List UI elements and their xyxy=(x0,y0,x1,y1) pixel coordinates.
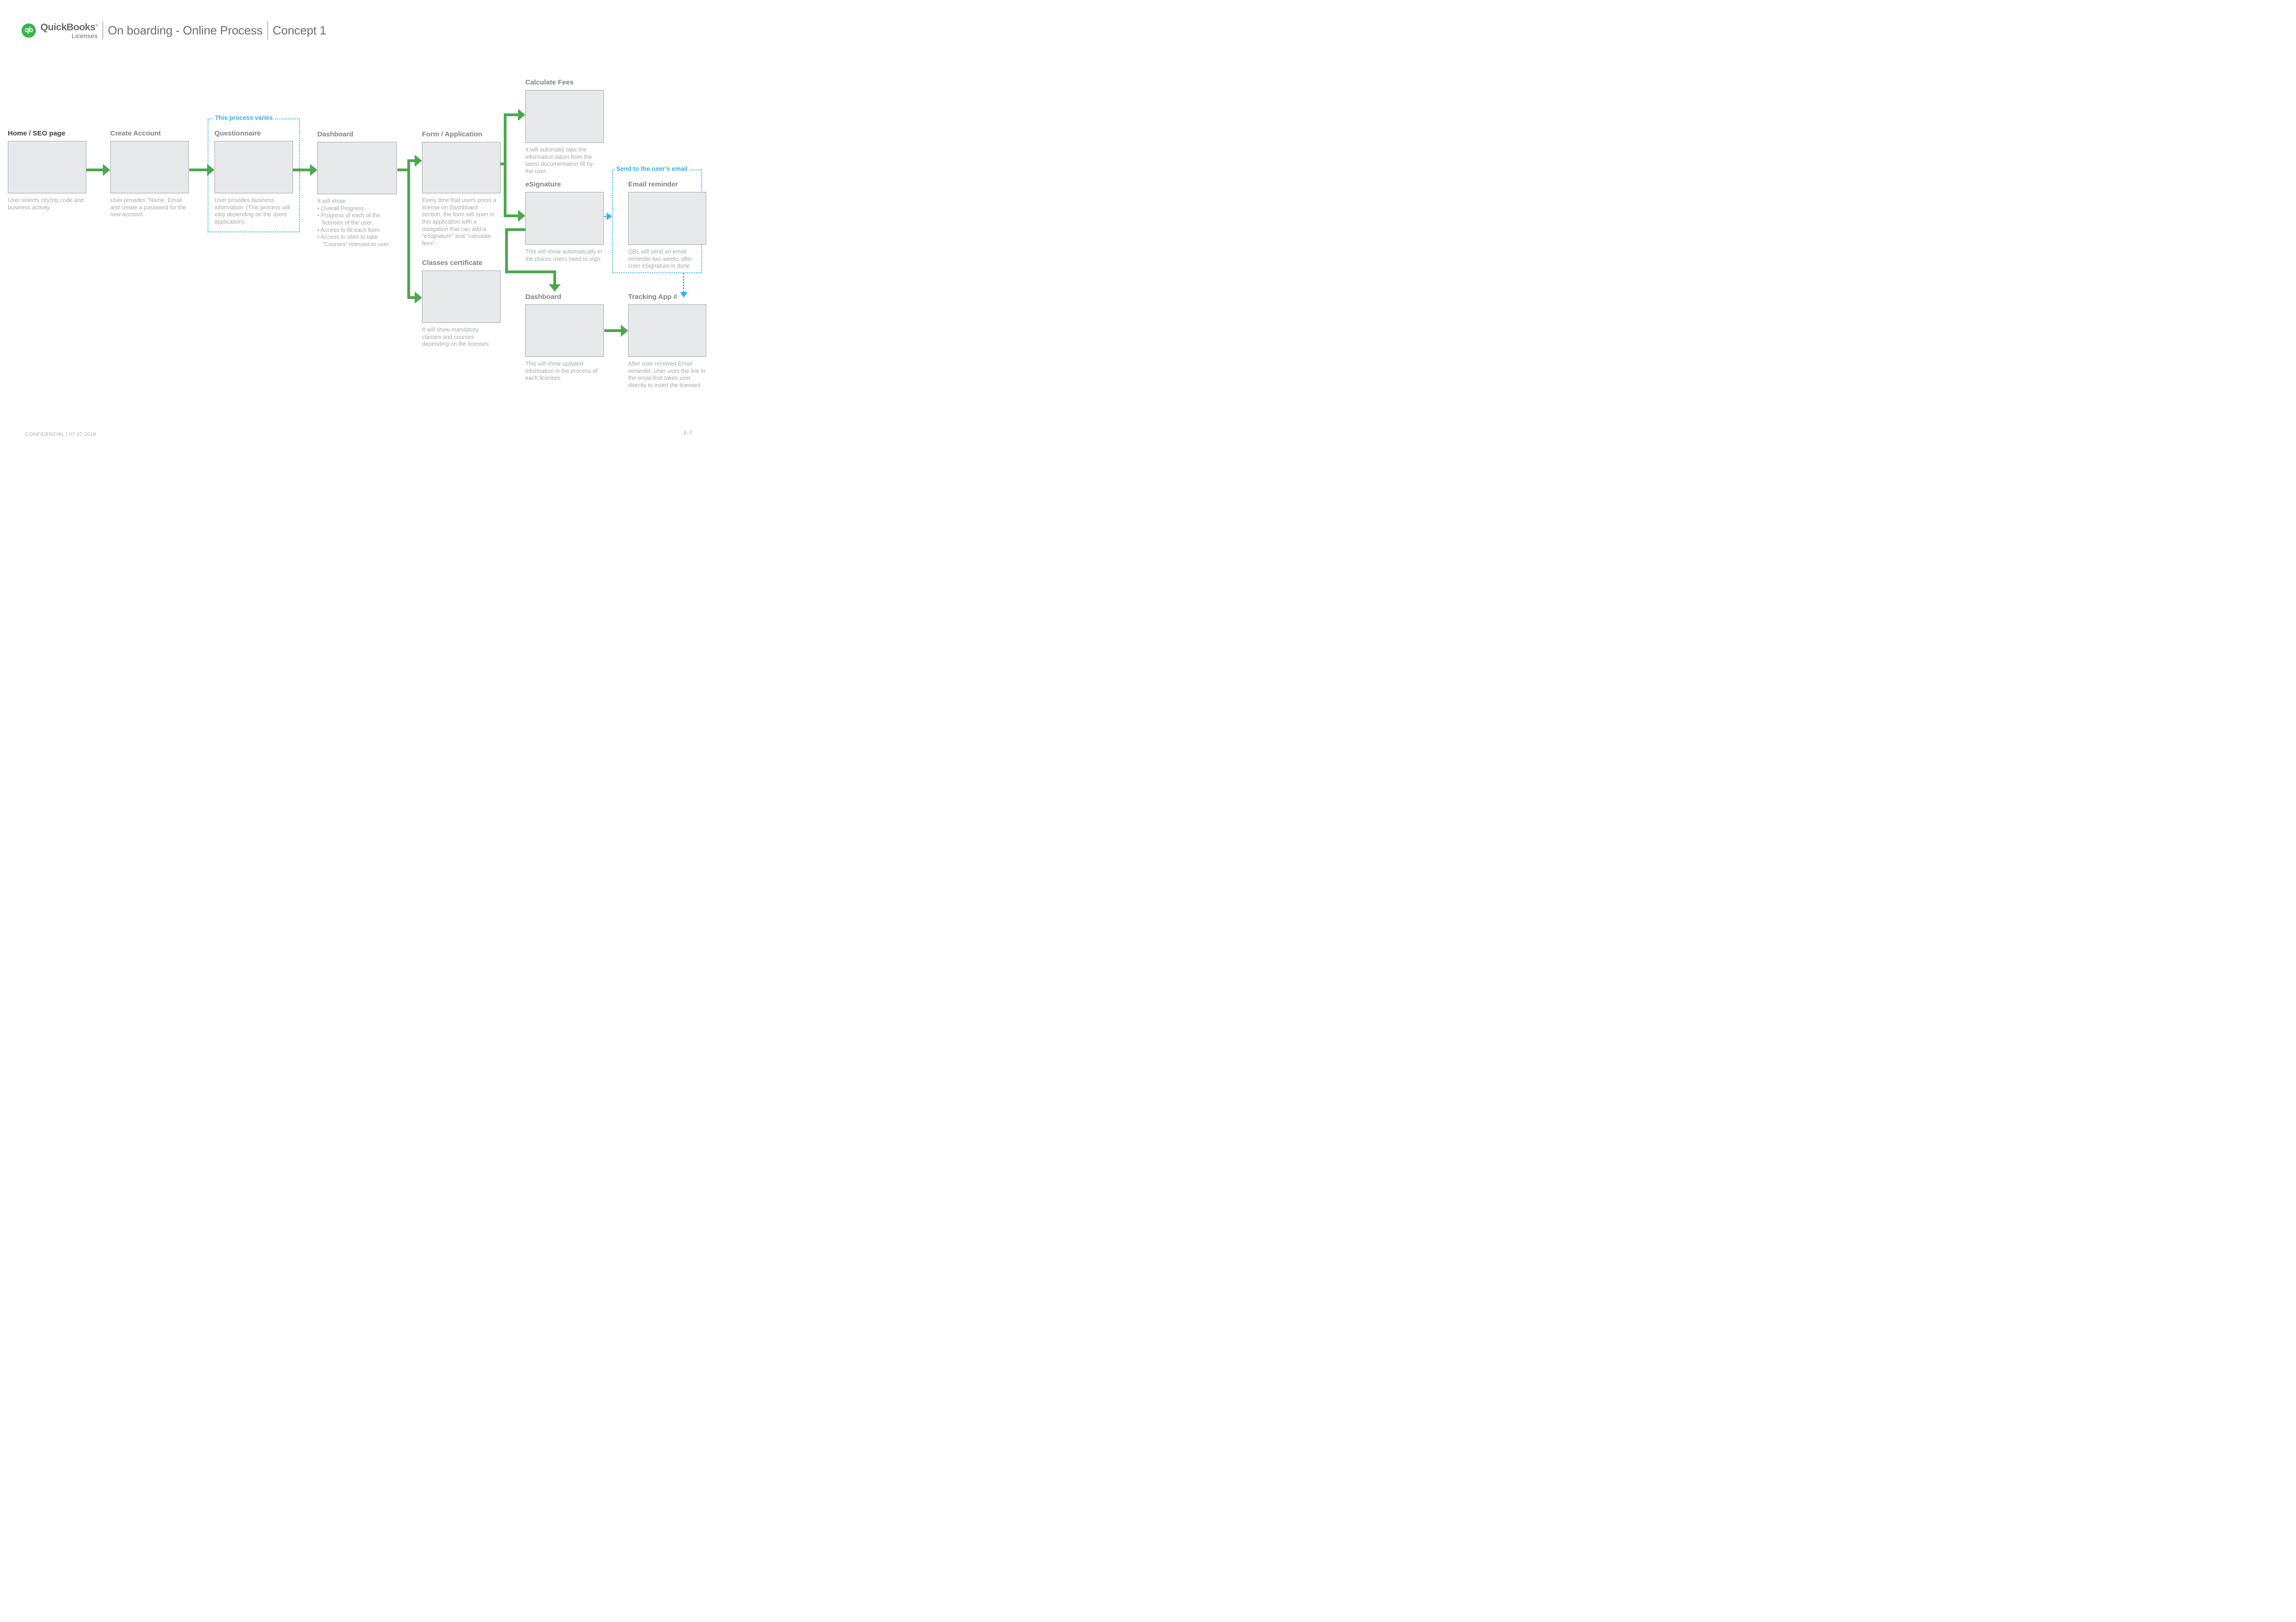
arrowhead-create-to-questionnaire xyxy=(207,164,214,176)
node-esignature-placeholder xyxy=(525,192,604,245)
node-dashboard-placeholder xyxy=(317,142,397,194)
node-classes-certificate: Classes certificate It will show mandato… xyxy=(422,259,501,348)
node-dashboard-2: Dashboard This will show updated informa… xyxy=(525,293,604,382)
line-form-out xyxy=(501,163,504,165)
node-home-placeholder xyxy=(8,141,86,193)
line-branch-vertical-1 xyxy=(407,159,410,299)
line-esignature-to-dashboard2-seg4 xyxy=(553,270,556,284)
send-to-email-label: Send to the user’s email xyxy=(614,165,690,172)
header: qb QuickBooks® Licenses On boarding - On… xyxy=(22,21,326,39)
slide-canvas: qb QuickBooks® Licenses On boarding - On… xyxy=(0,0,710,460)
node-questionnaire: Questionnaire User provides business inf… xyxy=(214,130,293,226)
header-separator xyxy=(267,21,268,39)
node-calculate-fees: Calculate Fees It will automatic take th… xyxy=(525,79,604,175)
node-create-account-caption: User provides “Name, Email and create a … xyxy=(110,197,186,218)
node-dashboard-heading: Dashboard xyxy=(317,130,354,138)
brand-lockup: QuickBooks® Licenses xyxy=(40,22,98,39)
node-dashboard-caption: It will show: • Overall Progress. • Prog… xyxy=(317,198,399,248)
arrowhead-to-esignature xyxy=(518,210,525,222)
node-esignature: eSignature This will show automatically … xyxy=(525,180,604,263)
arrowhead-dashboard2-to-tracking xyxy=(621,325,628,337)
node-dashboard-2-heading: Dashboard xyxy=(525,293,562,301)
node-calculate-fees-heading: Calculate Fees xyxy=(525,79,574,86)
line-esignature-to-dashboard2-seg3 xyxy=(505,270,556,273)
node-questionnaire-placeholder xyxy=(214,141,293,193)
node-tracking-app: Tracking App # After user received Email… xyxy=(628,293,706,389)
dashboard-bullet: • Overall Progress. xyxy=(317,205,366,212)
registered-mark: ® xyxy=(95,23,98,28)
line-branch-to-classes xyxy=(407,296,415,299)
node-tracking-app-heading: Tracking App # xyxy=(628,293,677,301)
node-create-account-placeholder xyxy=(110,141,189,193)
node-form-application-caption: Every time that users press a license on… xyxy=(422,197,496,247)
brand-name: QuickBooks® xyxy=(40,22,98,33)
dotted-arrowhead-to-email-reminder xyxy=(607,213,612,220)
concept-label: Concept 1 xyxy=(272,23,326,37)
node-dashboard-2-caption: This will show updated information in th… xyxy=(525,360,598,382)
confidential-label: CONFIDENTIAL | 07.07.2014 xyxy=(25,432,96,437)
node-form-application: Form / Application Every time that users… xyxy=(422,130,501,247)
line-esignature-to-dashboard2-seg1 xyxy=(505,228,525,231)
dotted-arrowhead-to-tracking-app xyxy=(680,292,687,298)
node-classes-certificate-placeholder xyxy=(422,270,501,323)
node-form-application-heading: Form / Application xyxy=(422,130,483,138)
node-home: Home / SEO page User selects city/zip co… xyxy=(8,130,86,211)
node-questionnaire-caption: User provides business information. (Thi… xyxy=(214,197,290,225)
arrow-create-to-questionnaire xyxy=(189,169,208,171)
dashboard-bullet: • Progress of each of the licenses of th… xyxy=(317,212,381,226)
arrow-dashboard2-to-tracking xyxy=(604,329,621,332)
header-separator xyxy=(102,21,103,39)
node-esignature-caption: This will show automatically in the plac… xyxy=(525,248,602,262)
node-create-account-heading: Create Account xyxy=(110,130,161,137)
node-esignature-heading: eSignature xyxy=(525,180,561,188)
line-esignature-to-dashboard2-seg2 xyxy=(505,228,508,273)
brand-sub-label: Licenses xyxy=(71,32,98,39)
line-branch-to-calculate-fees xyxy=(504,113,518,116)
dotted-line-email-to-tracking xyxy=(683,273,684,292)
line-branch-vertical-2 xyxy=(504,113,506,217)
node-questionnaire-heading: Questionnaire xyxy=(214,130,261,137)
node-email-reminder: Email reminder QBL will send an email re… xyxy=(628,180,706,270)
arrowhead-to-calculate-fees xyxy=(518,109,525,121)
node-home-heading: Home / SEO page xyxy=(8,130,66,137)
node-tracking-app-caption: After user received Email reminder, User… xyxy=(628,360,706,389)
arrow-home-to-create xyxy=(86,169,103,171)
node-create-account: Create Account User provides “Name, Emai… xyxy=(110,130,189,219)
quickbooks-logo-icon: qb xyxy=(22,23,36,38)
arrowhead-to-form-application xyxy=(415,155,422,167)
node-calculate-fees-placeholder xyxy=(525,90,604,143)
node-email-reminder-placeholder xyxy=(628,192,706,245)
line-branch-to-form xyxy=(407,159,415,162)
node-classes-certificate-caption: It will show mandatory classes and cours… xyxy=(422,327,490,348)
node-tracking-app-placeholder xyxy=(628,304,706,357)
arrowhead-to-dashboard-2 xyxy=(549,284,561,292)
node-calculate-fees-caption: It will automatic take the information t… xyxy=(525,146,593,175)
dashboard-bullet: • Access to sites to take “Courses” rele… xyxy=(317,234,390,248)
node-form-application-placeholder xyxy=(422,142,501,193)
arrowhead-questionnaire-to-dashboard xyxy=(310,164,317,176)
node-home-caption: User selects city/zip code and business … xyxy=(8,197,84,211)
node-email-reminder-caption: QBL will send an email reminder two week… xyxy=(628,248,692,270)
node-dashboard: Dashboard It will show: • Overall Progre… xyxy=(317,130,399,248)
brand-text: QuickBooks xyxy=(40,21,96,33)
arrowhead-to-classes-certificate xyxy=(415,292,422,304)
arrow-questionnaire-to-dashboard xyxy=(293,169,310,171)
dashboard-caption-intro: It will show: xyxy=(317,198,347,204)
node-classes-certificate-heading: Classes certificate xyxy=(422,259,483,267)
arrowhead-home-to-create xyxy=(103,164,110,176)
node-email-reminder-heading: Email reminder xyxy=(628,180,678,188)
dashboard-bullet: • Access to fill each form. xyxy=(317,226,382,233)
line-branch-to-esignature xyxy=(504,214,518,217)
page-number: p. 2 xyxy=(684,430,692,435)
node-dashboard-2-placeholder xyxy=(525,304,604,357)
page-title: On boarding - Online Process xyxy=(107,23,263,37)
line-dashboard-out xyxy=(397,169,407,171)
process-varies-label: This process varies xyxy=(213,114,275,121)
